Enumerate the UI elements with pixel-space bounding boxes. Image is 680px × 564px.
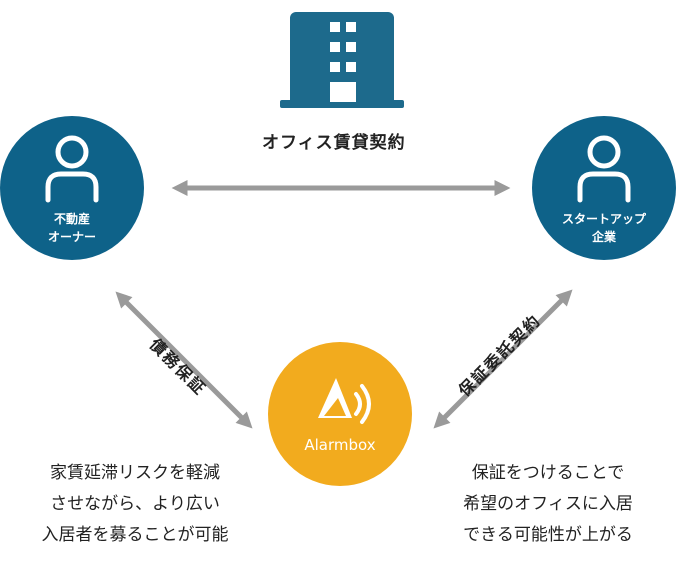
office-building-icon: [280, 12, 404, 108]
owner-benefit-note: 家賃延滞リスクを軽減 させながら、より広い 入居者を募ることが可能: [4, 458, 266, 551]
startup-node: [532, 116, 676, 260]
owner-label-line1: 不動産: [53, 212, 90, 226]
lease-contract-label: オフィス賃貸契約: [262, 133, 406, 153]
alarmbox-logo-icon: [318, 378, 371, 424]
owner-note-line: 家賃延滞リスクを軽減: [50, 463, 220, 483]
debt-guarantee-arrow: [115, 291, 253, 429]
person-icon: [45, 135, 99, 203]
person-icon: [577, 135, 631, 203]
owner-label: 不動産 オーナー: [22, 210, 122, 246]
startup-label-line2: 企業: [591, 230, 616, 244]
owner-note-line: させながら、より広い: [50, 494, 220, 514]
startup-benefit-note: 保証をつけることで 希望のオフィスに入居 できる可能性が上がる: [420, 458, 676, 551]
owner-label-line2: オーナー: [47, 230, 96, 244]
owner-node: [0, 116, 144, 260]
startup-note-line: 保証をつけることで: [471, 463, 625, 483]
guarantee-contract-arrow: [433, 289, 573, 429]
startup-note-line: できる可能性が上がる: [463, 525, 633, 545]
owner-note-line: 入居者を募ることが可能: [41, 525, 229, 545]
alarmbox-label: Alarmbox: [304, 436, 376, 454]
startup-label: スタートアップ 企業: [544, 210, 664, 246]
startup-note-line: 希望のオフィスに入居: [463, 494, 633, 514]
startup-label-line1: スタートアップ: [561, 212, 646, 226]
